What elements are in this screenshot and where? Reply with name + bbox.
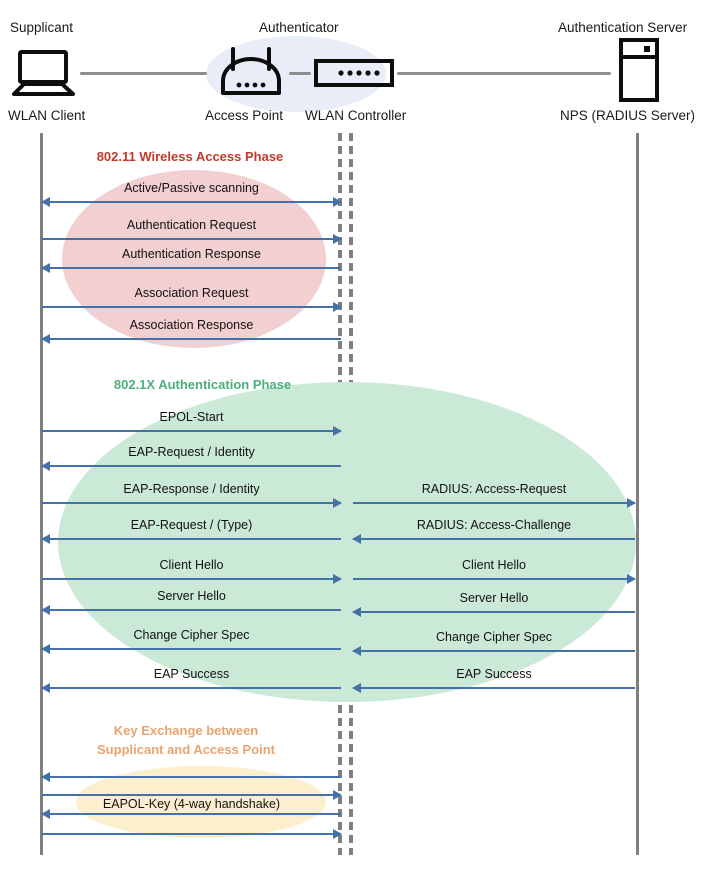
message-label: EAP-Request / (Type) bbox=[130, 518, 253, 532]
arrowhead-right-icon bbox=[627, 497, 636, 508]
message-label: Server Hello bbox=[157, 589, 226, 603]
message-line bbox=[353, 687, 635, 689]
wire-ap-to-controller bbox=[289, 72, 311, 75]
arrowhead-right-icon bbox=[333, 573, 342, 584]
phase-title-wireless-access: 802.11 Wireless Access Phase bbox=[96, 149, 284, 164]
arrowhead-right-icon bbox=[333, 789, 342, 800]
message-line bbox=[42, 502, 341, 504]
message-label: EAP-Request / Identity bbox=[128, 445, 255, 459]
message-line bbox=[42, 538, 341, 540]
message-line bbox=[42, 465, 341, 467]
arrowhead-left-icon bbox=[41, 604, 50, 615]
message-label: Association Response bbox=[129, 318, 254, 332]
wire-controller-to-server bbox=[397, 72, 611, 75]
message-line bbox=[42, 794, 341, 796]
arrowhead-left-icon bbox=[41, 808, 50, 819]
arrowhead-right-icon bbox=[333, 497, 342, 508]
message-line bbox=[42, 238, 341, 240]
message-line bbox=[353, 502, 635, 504]
message-line bbox=[353, 578, 635, 580]
wire-client-to-ap bbox=[80, 72, 207, 75]
message-line bbox=[42, 833, 341, 835]
actor-role-authenticator: Authenticator bbox=[259, 20, 339, 35]
access-point-icon bbox=[215, 47, 287, 104]
message-label: Authentication Response bbox=[122, 247, 261, 261]
arrowhead-left-icon bbox=[352, 682, 361, 693]
message-label: RADIUS: Access-Request bbox=[421, 482, 567, 496]
actor-name-nps-radius-server: NPS (RADIUS Server) bbox=[560, 108, 696, 123]
message-line bbox=[42, 267, 341, 269]
arrowhead-left-icon bbox=[41, 682, 50, 693]
laptop-icon bbox=[12, 50, 78, 103]
message-line bbox=[353, 650, 635, 652]
phase-title-key-exchange: Key Exchange between Supplicant and Acce… bbox=[97, 723, 275, 757]
message-label: Authentication Request bbox=[126, 218, 257, 232]
message-label: Change Cipher Spec bbox=[435, 630, 553, 644]
message-label: Active/Passive scanning bbox=[124, 181, 259, 195]
message-line bbox=[353, 611, 635, 613]
arrowhead-left-icon bbox=[41, 533, 50, 544]
message-label: Client Hello bbox=[462, 558, 526, 572]
message-label: EAP Success bbox=[153, 667, 230, 681]
message-line bbox=[42, 338, 341, 340]
arrowhead-left-icon bbox=[41, 771, 50, 782]
message-line bbox=[42, 776, 341, 778]
message-label: EPOL-Start bbox=[159, 410, 224, 424]
lifeline-authentication-server bbox=[636, 133, 639, 855]
phase-title-dot1x-authentication: 802.1X Authentication Phase bbox=[113, 377, 292, 392]
message-line bbox=[42, 306, 341, 308]
actor-role-authentication-server: Authentication Server bbox=[558, 20, 688, 35]
actor-name-wlan-controller: WLAN Controller bbox=[305, 108, 407, 123]
arrowhead-left-icon bbox=[352, 533, 361, 544]
message-label: EAP Success bbox=[456, 667, 532, 681]
message-label: Change Cipher Spec bbox=[133, 628, 250, 642]
message-eapol-key-label: EAPOL-Key (4-way handshake) bbox=[102, 797, 281, 811]
message-label: Server Hello bbox=[459, 591, 529, 605]
message-line bbox=[42, 813, 341, 815]
arrowhead-right-icon bbox=[333, 828, 342, 839]
message-line bbox=[42, 430, 341, 432]
server-icon bbox=[618, 38, 660, 107]
message-label: RADIUS: Access-Challenge bbox=[416, 518, 572, 532]
arrowhead-left-icon bbox=[41, 333, 50, 344]
message-line bbox=[42, 609, 341, 611]
message-line bbox=[42, 201, 341, 203]
lifeline-supplicant bbox=[40, 133, 43, 855]
message-line bbox=[42, 648, 341, 650]
message-label: EAP-Response / Identity bbox=[123, 482, 260, 496]
message-label: Association Request bbox=[134, 286, 249, 300]
message-line bbox=[353, 538, 635, 540]
phase-ellipse-key-exchange bbox=[76, 766, 326, 838]
arrowhead-left-icon bbox=[352, 645, 361, 656]
message-label: Client Hello bbox=[159, 558, 224, 572]
arrowhead-left-icon bbox=[352, 606, 361, 617]
arrowhead-left-icon bbox=[41, 643, 50, 654]
message-line bbox=[42, 578, 341, 580]
arrowhead-right-icon bbox=[333, 301, 342, 312]
arrowhead-right-icon bbox=[333, 233, 342, 244]
arrowhead-right-icon bbox=[333, 425, 342, 436]
arrowhead-left-icon bbox=[41, 196, 50, 207]
arrowhead-left-icon bbox=[41, 262, 50, 273]
arrowhead-right-icon bbox=[333, 196, 342, 207]
actor-name-access-point: Access Point bbox=[205, 108, 284, 123]
arrowhead-right-icon bbox=[627, 573, 636, 584]
actor-role-supplicant: Supplicant bbox=[10, 20, 74, 35]
wlan-controller-icon bbox=[314, 58, 394, 93]
actor-name-wlan-client: WLAN Client bbox=[8, 108, 86, 123]
message-line bbox=[42, 687, 341, 689]
phase-ellipse-wireless-access bbox=[62, 170, 326, 348]
arrowhead-left-icon bbox=[41, 460, 50, 471]
